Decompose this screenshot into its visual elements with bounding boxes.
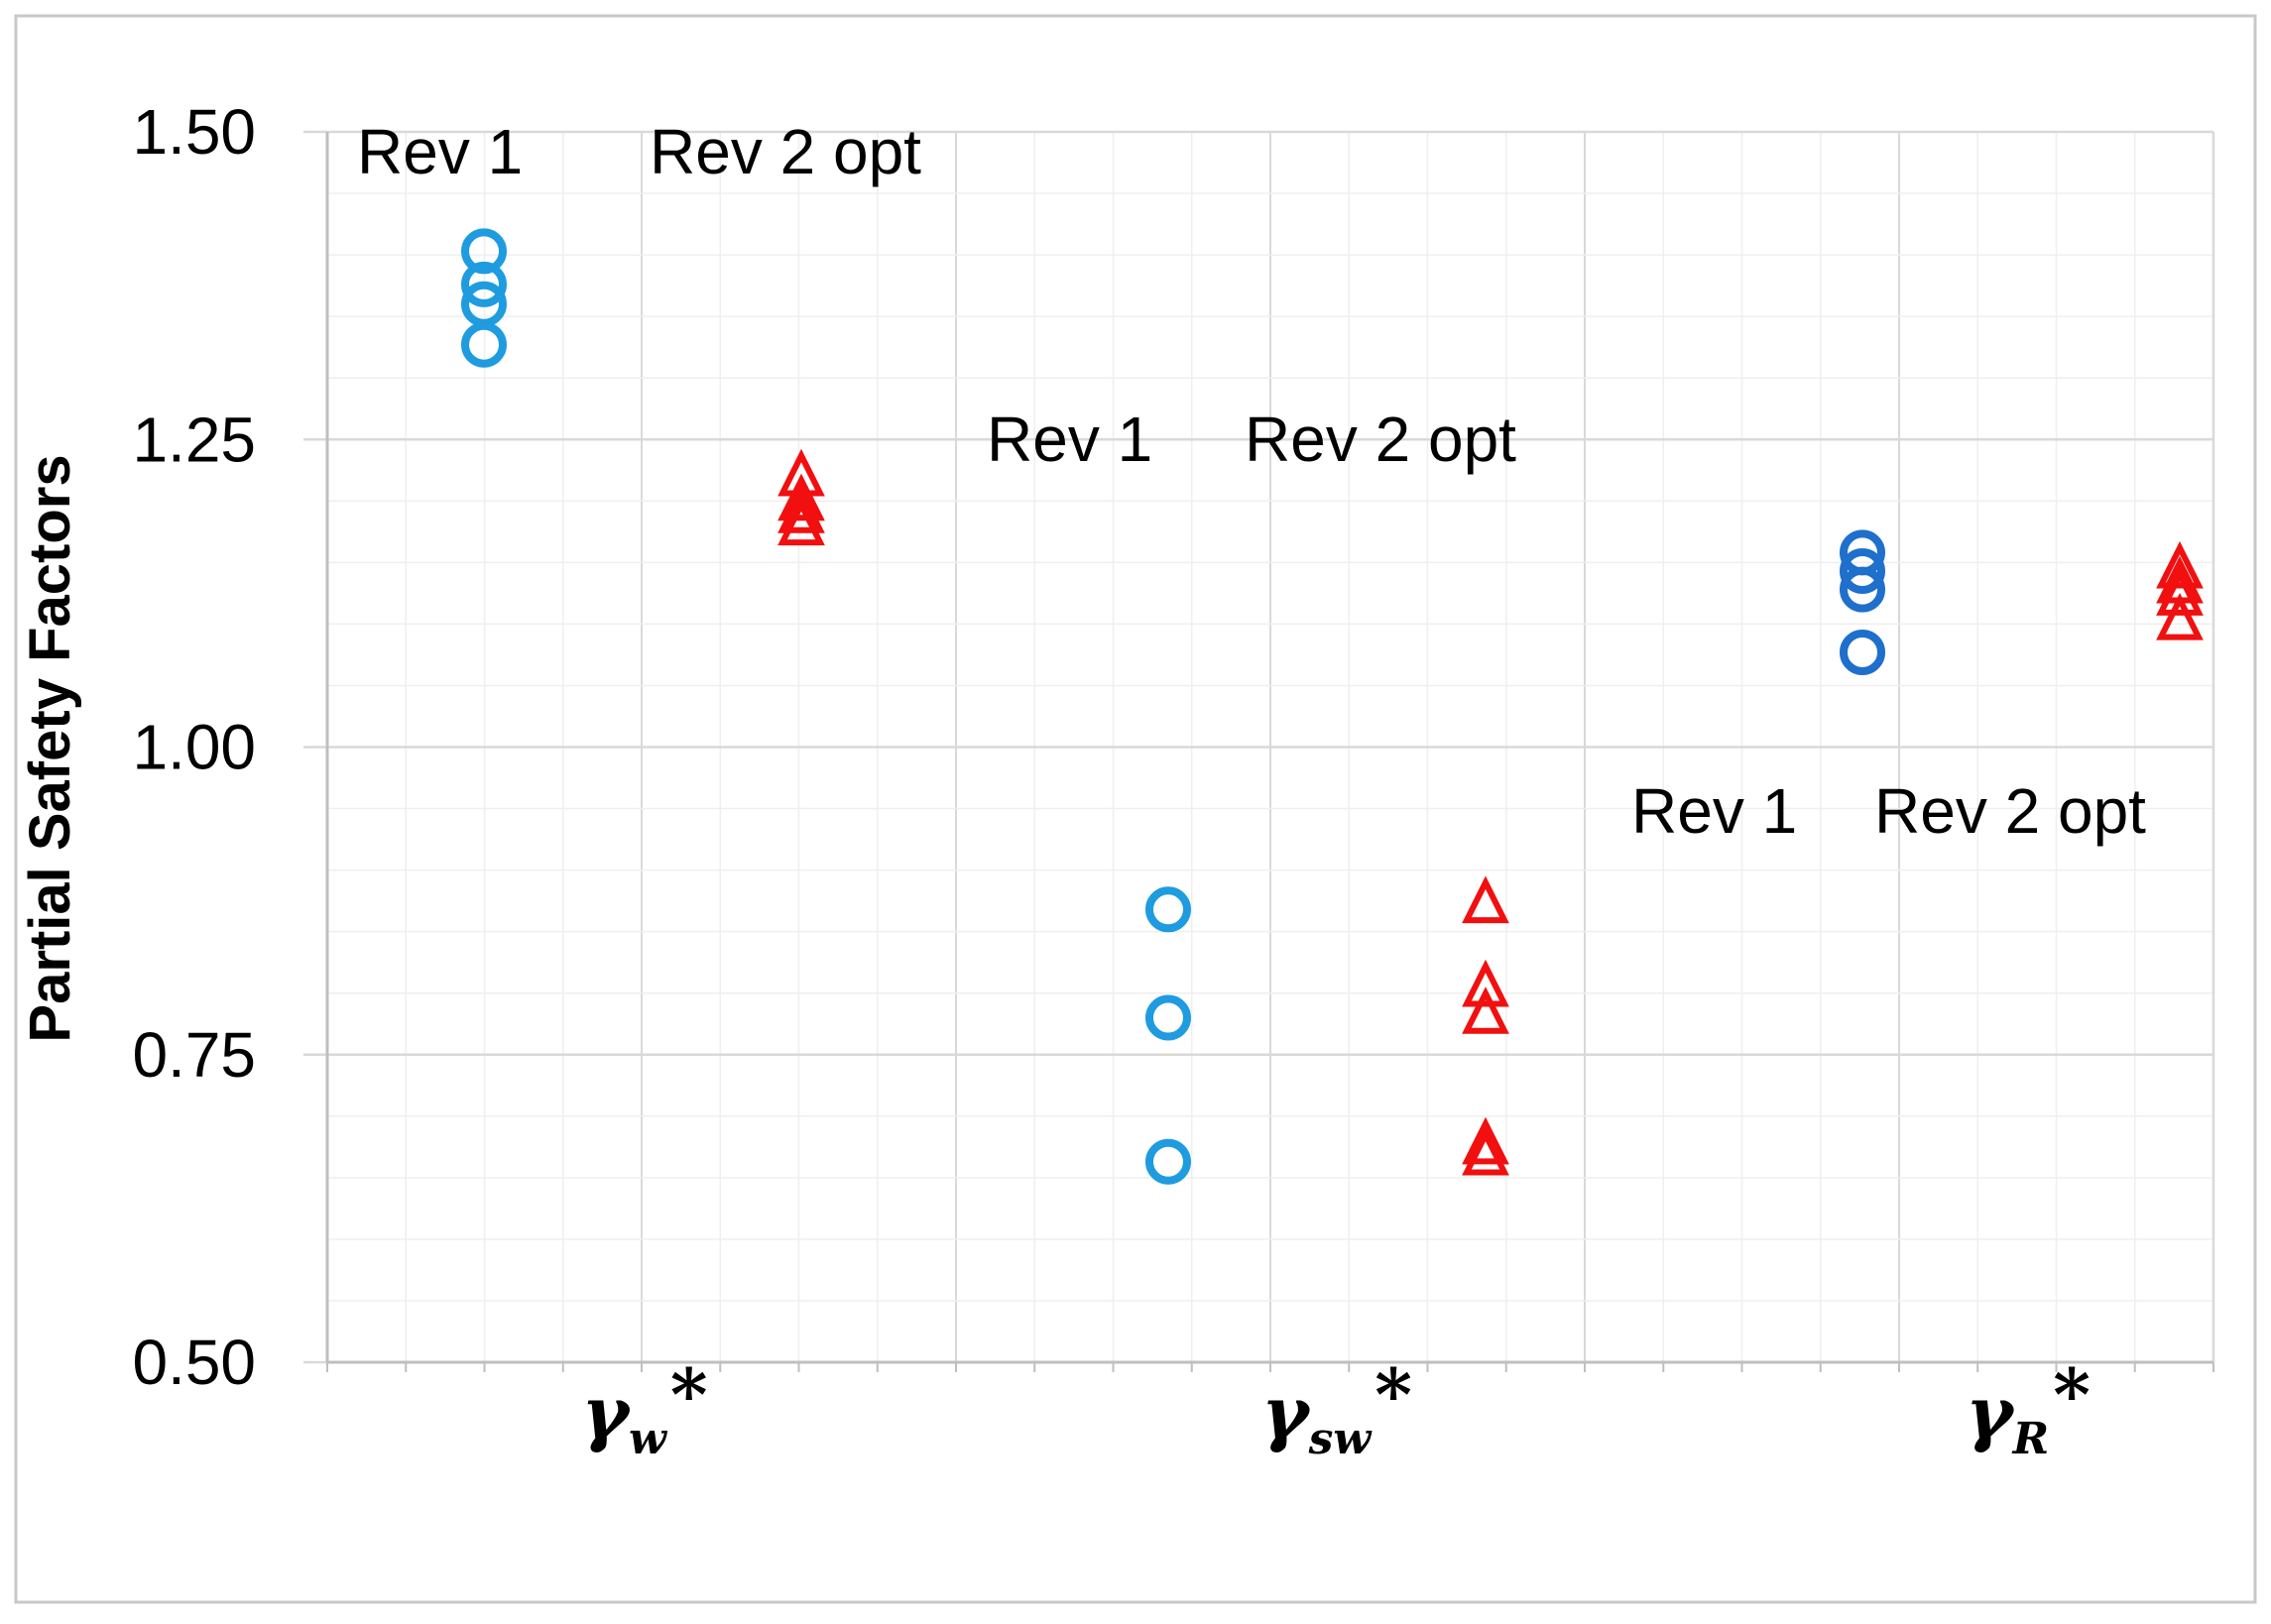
rev2-triangle-point [777,498,825,546]
rev2-triangle-point [1462,1127,1509,1176]
rev1-circle-point [461,321,507,368]
rev2-triangle-point [2156,540,2204,589]
category-label-R: γR* [1966,1352,2091,1464]
rev1-circle-point [1145,1138,1191,1185]
rev1-circle-point [1145,994,1191,1041]
series-group-label: Rev 1 [1631,775,1797,847]
rev2-triangle-point [777,486,825,533]
grid [303,130,2215,1364]
rev1-circle-point [461,261,507,307]
series-group-label: Rev 2 opt [650,116,921,187]
series-group-label: Rev 2 opt [1245,404,1516,475]
rev2-triangle-point [2156,592,2204,640]
y-tick-label: 0.50 [132,1327,256,1398]
y-tick-label: 1.50 [132,96,256,168]
series-group-label: Rev 1 [987,404,1152,475]
rev2-triangle-point [1462,875,1509,924]
data-marks [461,228,2204,1185]
rev1-circle-point [461,228,507,275]
series-group-label: Rev 2 opt [1874,775,2146,847]
series-group-label: Rev 1 [357,116,523,187]
y-axis-label: Partial Safety Factors [18,454,82,1042]
chart-labels: Partial Safety Factors 0.50 0.75 1.00 1.25 1… [18,96,2146,1464]
category-label-w: γw* [581,1352,707,1464]
y-tick-label: 1.00 [132,712,256,783]
rev2-triangle-point [1462,986,1509,1034]
rev1-circle-point [1840,548,1885,595]
y-tick-label: 0.75 [132,1019,256,1091]
y-tick-label: 1.25 [132,404,256,475]
axes [325,132,2214,1372]
rev1-circle-point [1840,629,1885,675]
category-label-sw: γsw* [1261,1352,1412,1464]
rev2-triangle-point [1462,1116,1509,1165]
rev2-triangle-point [2156,568,2204,616]
rev2-triangle-point [777,473,825,522]
rev1-circle-point [1840,566,1885,613]
rev2-triangle-point [1462,959,1509,1007]
rev1-circle-point [1145,886,1191,933]
